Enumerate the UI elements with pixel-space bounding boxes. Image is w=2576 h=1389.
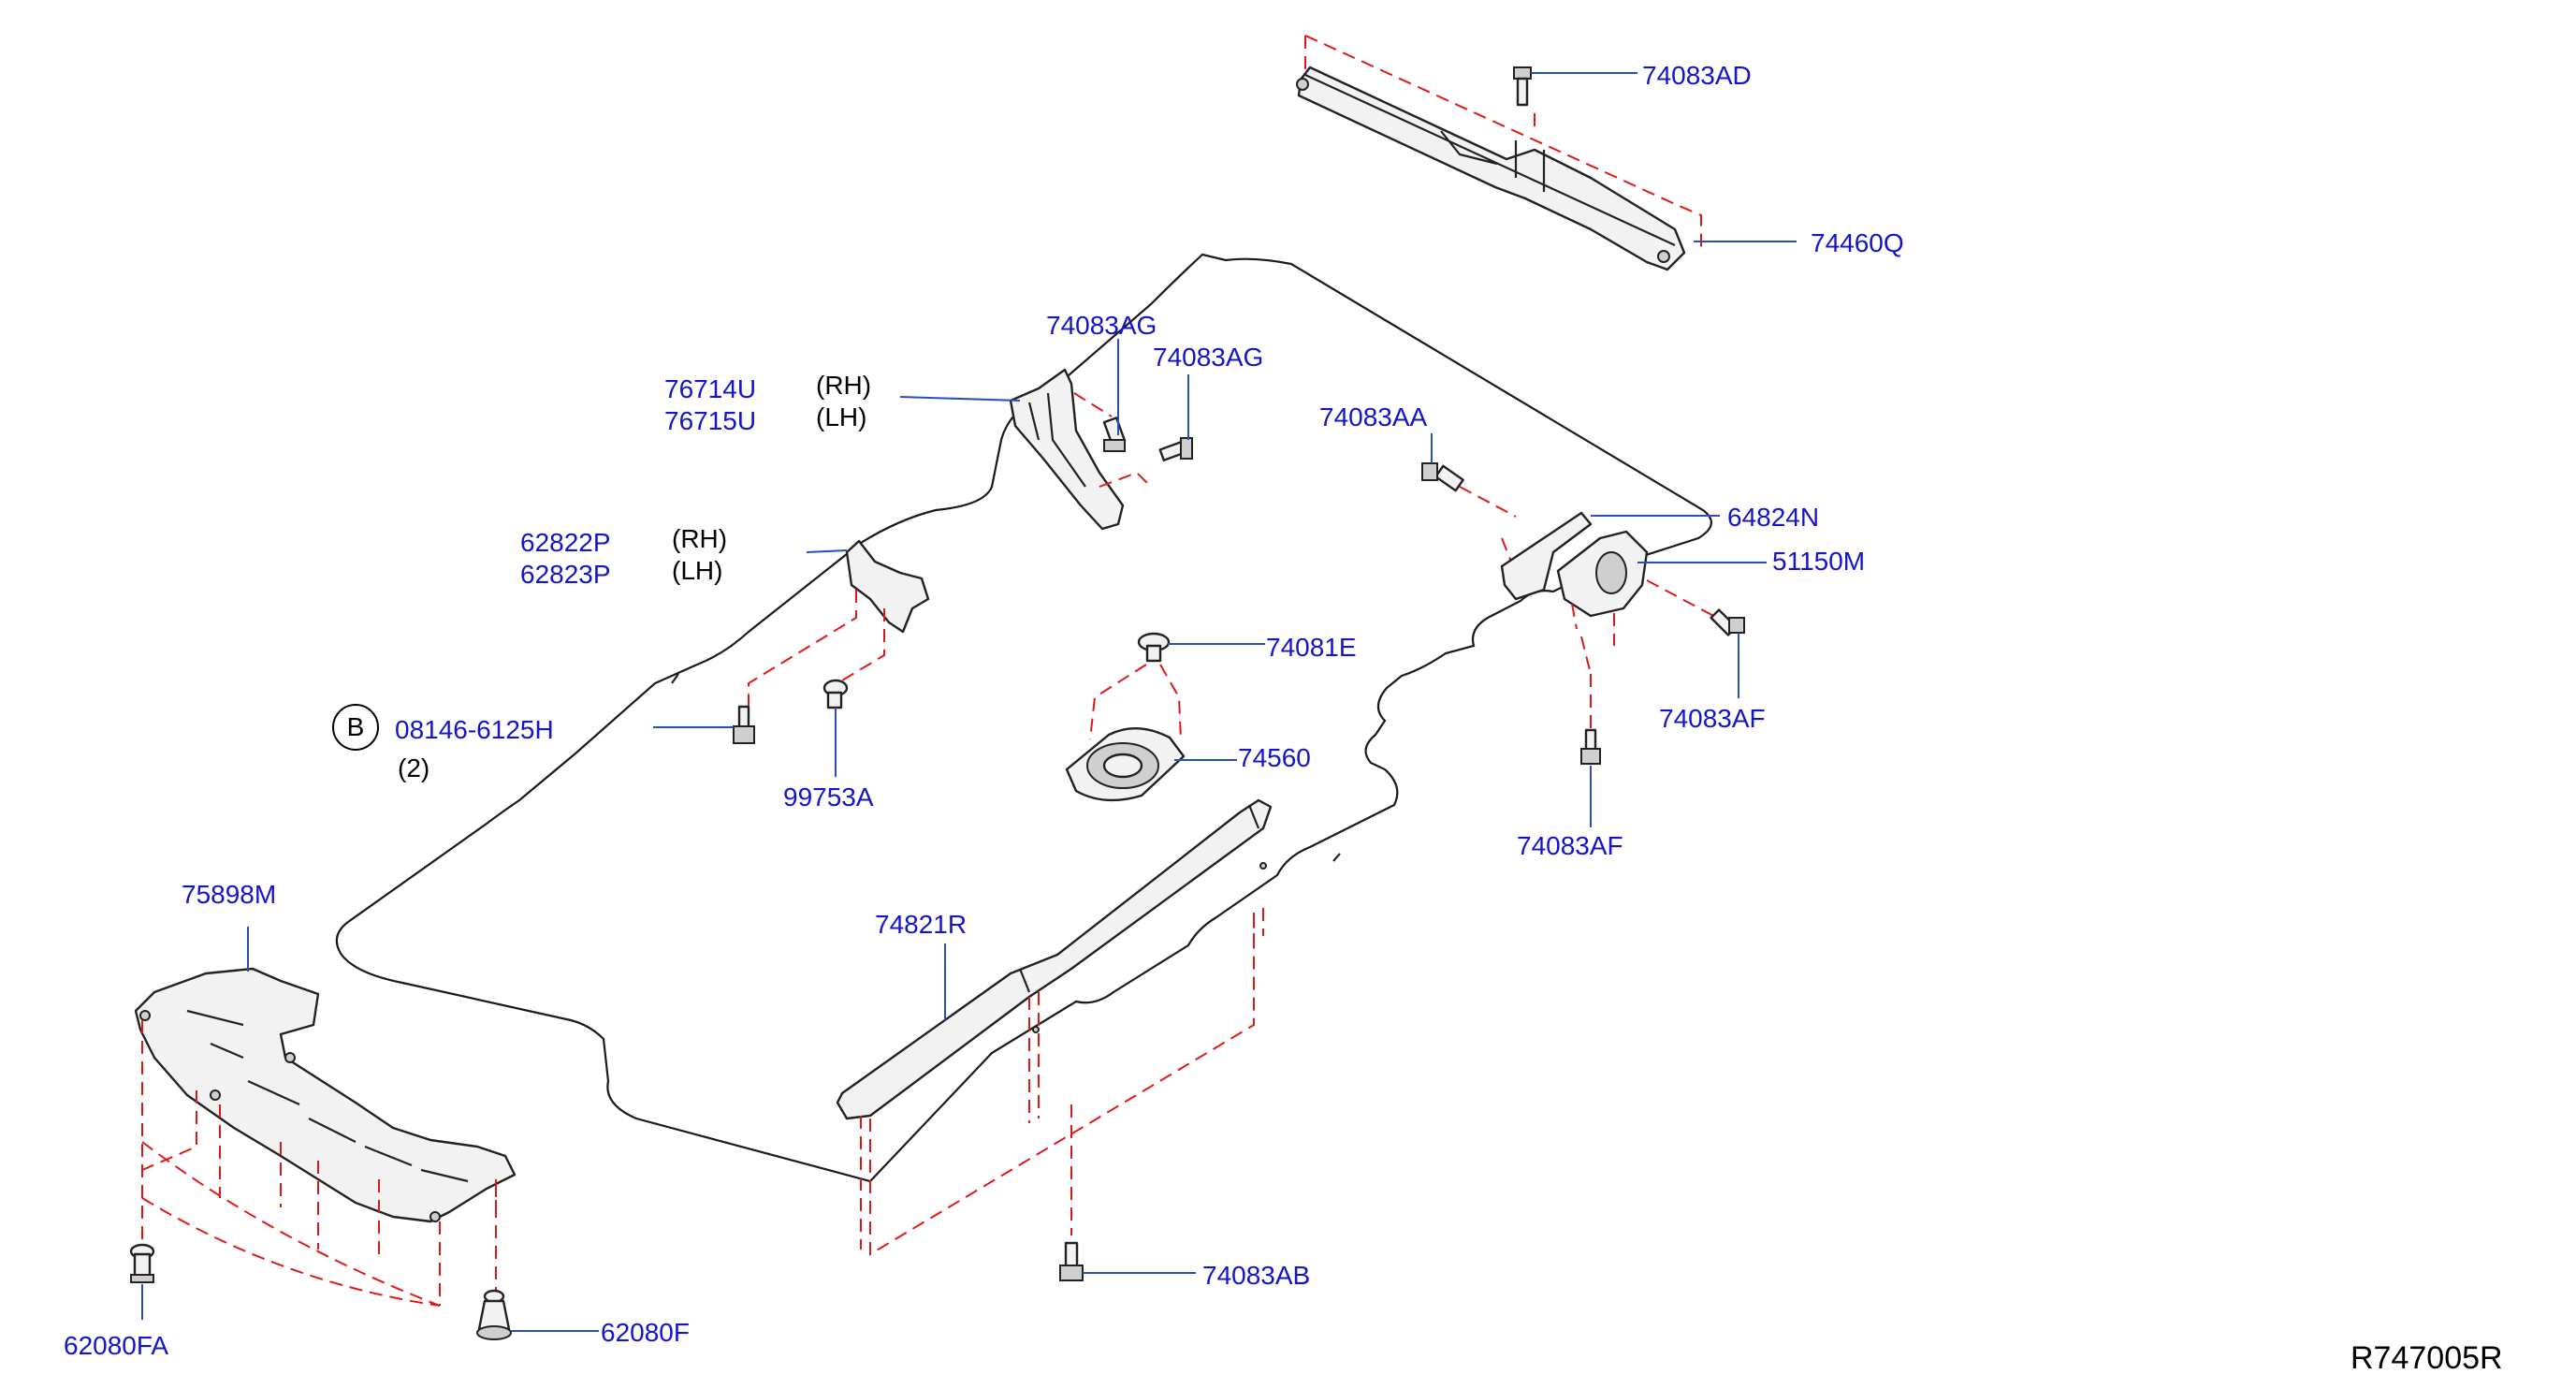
part-label-08146-6125H[interactable]: 08146-6125H: [395, 715, 554, 744]
part-label-62080F[interactable]: 62080F: [601, 1318, 690, 1347]
part-label-62080FA[interactable]: 62080FA: [64, 1331, 169, 1360]
bolt-74083AF-b: [1580, 728, 1601, 765]
part-label-74083AB[interactable]: 74083AB: [1202, 1261, 1311, 1290]
pad-74560-dashed: [1089, 664, 1182, 740]
undercover-hole-3: [284, 1052, 296, 1063]
lh-note-2: (LH): [672, 556, 723, 585]
b-symbol: B: [332, 704, 379, 751]
leader-lines: [141, 72, 1797, 1332]
stay-bar-hole-2: [1657, 250, 1670, 263]
clip-62080F: [476, 1289, 512, 1340]
undercover-hole-1: [139, 1010, 151, 1021]
bolt-74083AB: [1059, 1241, 1084, 1281]
lh-note-1: (LH): [816, 402, 867, 431]
pad-74560: [1065, 726, 1186, 802]
bolt-08146-6125H: [733, 705, 755, 744]
stay-bar-detail: [1304, 74, 1676, 246]
bracket-76714U: [1009, 368, 1125, 531]
part-label-74083AG-a[interactable]: 74083AG: [1046, 311, 1157, 340]
clip-74081E: [1137, 632, 1171, 663]
part-label-74083AA[interactable]: 74083AA: [1319, 402, 1428, 431]
clip-99753A: [822, 679, 849, 709]
part-label-75898M[interactable]: 75898M: [182, 880, 277, 909]
rh-note-1: (RH): [816, 371, 872, 400]
part-label-99753A[interactable]: 99753A: [783, 782, 874, 811]
undercover-hole-4: [429, 1211, 441, 1222]
part-label-76715U[interactable]: 76715U: [664, 406, 757, 435]
part-label-74083AF-b[interactable]: 74083AF: [1517, 831, 1623, 860]
clip-62080FA: [129, 1243, 155, 1283]
stay-bar-dashed-frame: [1304, 35, 1702, 251]
part-label-76714U[interactable]: 76714U: [664, 374, 757, 403]
part-label-74083AG-b[interactable]: 74083AG: [1153, 343, 1264, 372]
undercover-dashed: [141, 1020, 497, 1307]
bolt-74083AG-a: [1102, 417, 1127, 452]
floor-seam-2: [1332, 853, 1341, 862]
undercover-hole-2: [210, 1089, 221, 1101]
bracket-detail: [1027, 392, 1086, 488]
reinforcement-detail: [1018, 804, 1260, 993]
reinforcement-74821R: [836, 798, 1273, 1120]
bracket-62822P: [845, 539, 930, 634]
mount-dashed-1: [1459, 486, 1517, 563]
mount-dashed-2: [1571, 579, 1718, 730]
bolt-74083AF-a: [1710, 608, 1745, 636]
stay-bar-74460Q: [1297, 66, 1686, 271]
bracket-dashed: [1073, 392, 1152, 488]
part-label-74460Q[interactable]: 74460Q: [1811, 228, 1904, 257]
bolt-74083AG-b: [1158, 437, 1193, 461]
part-label-74081E[interactable]: 74081E: [1266, 633, 1357, 662]
part-label-62823P[interactable]: 62823P: [520, 560, 611, 589]
quantity-note: (2): [398, 753, 430, 782]
undercover-75898M: [134, 967, 517, 1223]
bracket-62822P-dashed: [748, 590, 885, 711]
part-label-62822P[interactable]: 62822P: [520, 528, 611, 557]
part-label-74083AD[interactable]: 74083AD: [1642, 61, 1752, 90]
floor-outline: [335, 253, 1712, 1183]
hole-2: [1032, 1026, 1040, 1033]
figure-reference: R747005R: [2350, 1340, 2503, 1376]
mount-51150M-hole: [1595, 551, 1627, 594]
bolt-74083AD: [1513, 66, 1532, 107]
part-label-51150M[interactable]: 51150M: [1772, 547, 1866, 576]
undercover-detail: [186, 1009, 469, 1183]
part-label-74083AF-a[interactable]: 74083AF: [1659, 704, 1766, 733]
part-label-74560[interactable]: 74560: [1238, 743, 1311, 772]
stay-bar-hole-1: [1296, 78, 1309, 91]
bracket-64824N: [1500, 511, 1593, 601]
hole-1: [1259, 862, 1267, 870]
part-label-64824N[interactable]: 64824N: [1727, 503, 1820, 532]
bolt-74083AA: [1421, 462, 1464, 492]
part-label-74821R[interactable]: 74821R: [875, 910, 968, 939]
reinforcement-dashed: [860, 908, 1264, 1256]
rh-note-2: (RH): [672, 524, 728, 553]
floor-seam-1: [671, 673, 679, 684]
